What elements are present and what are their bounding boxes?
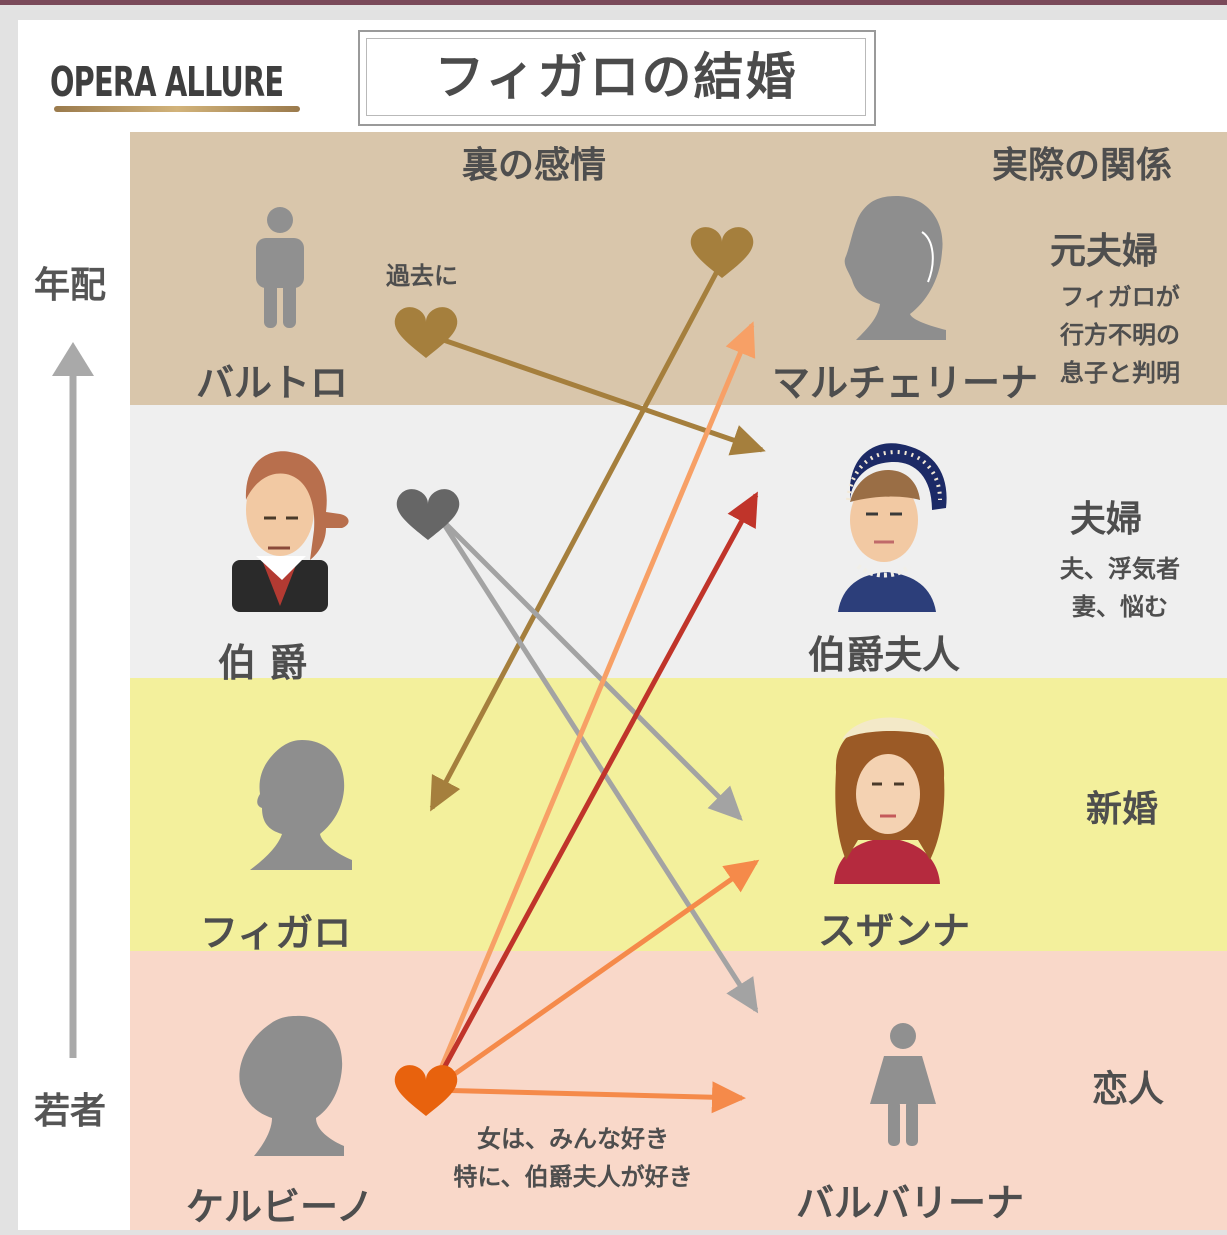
heart-icon xyxy=(396,489,460,540)
relation-newlyweds: 新婚 xyxy=(1086,789,1159,830)
note-line: 妻、悩む xyxy=(1072,593,1168,621)
count-portrait-icon xyxy=(232,451,349,612)
relation-former-couple: 元夫婦 xyxy=(1050,231,1159,272)
note-line: 息子と判明 xyxy=(1060,359,1180,387)
label-cherubino-note: 女は、みんな好き 特に、伯爵夫人が好き xyxy=(418,1120,728,1196)
header-actual-relations: 実際の関係 xyxy=(992,145,1173,186)
name-figaro: フィガロ xyxy=(200,911,352,955)
heart-icon xyxy=(690,227,754,278)
note-line: 女は、みんな好き xyxy=(477,1125,669,1153)
age-axis-arrow xyxy=(52,342,94,1058)
arrow-cherubino-to-marcellina xyxy=(429,321,756,1091)
relation-former-couple-note: フィガロが 行方不明の 息子と判明 xyxy=(1040,278,1200,392)
heart-icon xyxy=(394,307,458,358)
barbarina-woman-icon xyxy=(870,1023,936,1146)
arrow-bartolo-to-marcellina xyxy=(425,331,766,456)
name-countess: 伯爵夫人 xyxy=(808,633,961,677)
countess-portrait-icon xyxy=(838,443,947,612)
header-hidden-feelings: 裏の感情 xyxy=(462,145,607,186)
name-count: 伯 爵 xyxy=(218,641,308,685)
brand-logo: OPERA ALLURE xyxy=(50,58,284,106)
name-marcellina: マルチェリーナ xyxy=(772,361,1039,405)
relation-married: 夫婦 xyxy=(1070,499,1143,540)
arrow-cherubino-to-countess xyxy=(429,491,759,1092)
page-title: フィガロの結婚 xyxy=(434,48,798,106)
relation-lovers: 恋人 xyxy=(1092,1069,1165,1110)
arrow-count-to-susanna xyxy=(438,516,743,821)
relation-married-note: 夫、浮気者 妻、悩む xyxy=(1040,550,1200,626)
name-cherubino: ケルビーノ xyxy=(186,1185,374,1229)
susanna-portrait-icon xyxy=(834,717,945,884)
note-line: 特に、伯爵夫人が好き xyxy=(453,1163,693,1191)
axis-label-older: 年配 xyxy=(34,265,107,306)
name-barbarina: バルバリーナ xyxy=(796,1181,1025,1225)
cherubino-silhouette-icon xyxy=(239,1015,344,1156)
brand-underline xyxy=(54,106,300,112)
band-elder xyxy=(130,132,1227,405)
heart-icon xyxy=(394,1065,458,1116)
arrow-count-to-barbarina xyxy=(437,516,759,1014)
arrow-marcellina-to-figaro xyxy=(429,260,725,812)
bartolo-man-icon xyxy=(256,207,304,328)
top-border xyxy=(0,0,1227,5)
marcellina-silhouette-icon xyxy=(844,196,946,340)
note-line: フィガロが xyxy=(1060,283,1180,311)
arrow-cherubino-to-barbarina xyxy=(431,1081,746,1114)
name-bartolo: バルトロ xyxy=(196,361,349,405)
title-frame-inner xyxy=(366,38,866,116)
axis-label-younger: 若者 xyxy=(34,1091,107,1132)
title-frame xyxy=(358,30,876,126)
figaro-silhouette-icon xyxy=(250,740,352,870)
note-line: 行方不明の xyxy=(1060,321,1180,349)
label-in-the-past: 過去に xyxy=(386,262,458,290)
note-line: 夫、浮気者 xyxy=(1060,555,1180,583)
arrow-cherubino-to-susanna xyxy=(430,859,760,1093)
name-susanna: スザンナ xyxy=(818,909,971,953)
